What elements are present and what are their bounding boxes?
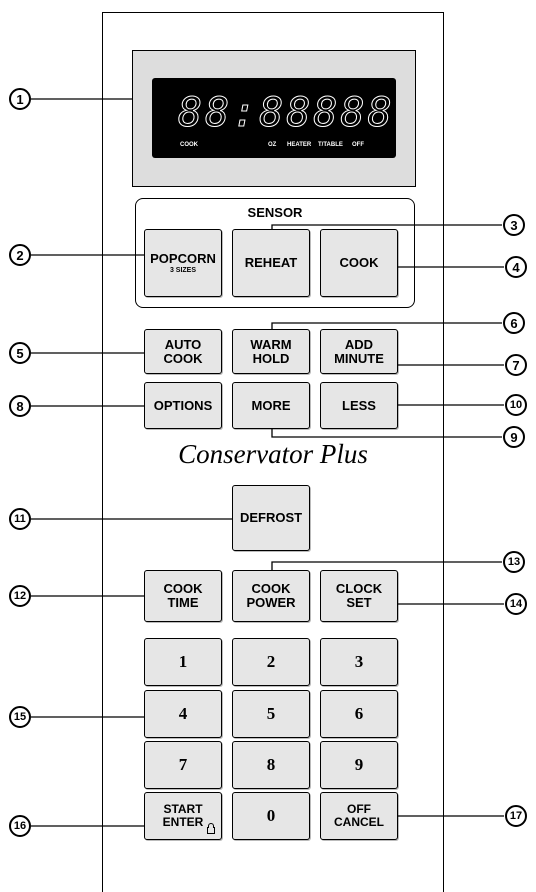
popcorn-sub-label: 3 SIZES — [169, 266, 197, 274]
callout-2: 2 — [9, 244, 31, 266]
keypad-0[interactable]: 0 — [232, 792, 310, 840]
sensor-title: SENSOR — [247, 205, 303, 220]
callout-1: 1 — [9, 88, 31, 110]
clock-set-line1: CLOCK — [335, 581, 383, 596]
auto-cook-button[interactable]: AUTO COOK — [144, 329, 222, 374]
callout-9: 9 — [503, 426, 525, 448]
less-label: LESS — [342, 397, 376, 413]
callout-16: 16 — [9, 815, 31, 837]
brand-name: Conservator Plus — [178, 439, 368, 469]
cook-time-button[interactable]: COOK TIME — [144, 570, 222, 622]
display-label-off: OFF — [352, 142, 364, 148]
warm-hold-line2: HOLD — [252, 350, 290, 366]
callout-6: 6 — [503, 312, 525, 334]
display-label-oz: OZ — [268, 142, 277, 148]
callout-3: 3 — [503, 214, 525, 236]
keypad-4[interactable]: 4 — [144, 690, 222, 738]
popcorn-button[interactable]: POPCORN 3 SIZES — [144, 229, 222, 297]
display-digits: 88:88888 — [178, 90, 395, 137]
keypad-7[interactable]: 7 — [144, 741, 222, 789]
popcorn-label: POPCORN — [150, 250, 216, 266]
off-line2: CANCEL — [334, 815, 384, 829]
keypad-8[interactable]: 8 — [232, 741, 310, 789]
sensor-group — [135, 198, 415, 308]
more-label: MORE — [251, 397, 291, 413]
cook-power-line2: POWER — [246, 595, 296, 610]
start-line2: ENTER — [162, 815, 204, 829]
callout-10: 10 — [505, 394, 527, 416]
auto-cook-line2: COOK — [163, 350, 203, 366]
sensor-cook-label: COOK — [339, 255, 379, 270]
defrost-button[interactable]: DEFROST — [232, 485, 310, 551]
more-button[interactable]: MORE — [232, 382, 310, 429]
keypad-6[interactable]: 6 — [320, 690, 398, 738]
clock-set-line2: SET — [346, 595, 372, 610]
reheat-label: REHEAT — [244, 255, 298, 270]
callout-7: 7 — [505, 354, 527, 376]
start-line1: START — [163, 802, 203, 816]
display-window — [152, 78, 396, 158]
options-label: OPTIONS — [153, 397, 213, 413]
display-label-ttable: T/TABLE — [318, 142, 343, 148]
warm-hold-button[interactable]: WARM HOLD — [232, 329, 310, 374]
cook-power-line1: COOK — [251, 581, 291, 596]
add-minute-button[interactable]: ADD MINUTE — [320, 329, 398, 374]
lock-icon — [207, 823, 215, 834]
off-cancel-button[interactable]: OFF CANCEL — [320, 792, 398, 840]
callout-11: 11 — [9, 508, 31, 530]
warm-hold-line1: WARM — [250, 336, 292, 352]
callout-8: 8 — [9, 395, 31, 417]
cook-power-button[interactable]: COOK POWER — [232, 570, 310, 622]
callout-14: 14 — [505, 593, 527, 615]
callout-5: 5 — [9, 342, 31, 364]
keypad-5[interactable]: 5 — [232, 690, 310, 738]
reheat-button[interactable]: REHEAT — [232, 229, 310, 297]
keypad-1[interactable]: 1 — [144, 638, 222, 686]
callout-12: 12 — [9, 585, 31, 607]
less-button[interactable]: LESS — [320, 382, 398, 429]
start-enter-button[interactable]: START ENTER — [144, 792, 222, 840]
cook-time-line1: COOK — [163, 581, 203, 596]
callout-4: 4 — [505, 256, 527, 278]
callout-17: 17 — [505, 805, 527, 827]
options-button[interactable]: OPTIONS — [144, 382, 222, 429]
clock-set-button[interactable]: CLOCK SET — [320, 570, 398, 622]
keypad-3[interactable]: 3 — [320, 638, 398, 686]
auto-cook-line1: AUTO — [164, 336, 202, 352]
callout-13: 13 — [503, 551, 525, 573]
display-label-heater: HEATER — [287, 142, 312, 148]
keypad-9[interactable]: 9 — [320, 741, 398, 789]
add-minute-line1: ADD — [344, 336, 374, 352]
callout-15: 15 — [9, 706, 31, 728]
keypad-2[interactable]: 2 — [232, 638, 310, 686]
defrost-label: DEFROST — [239, 510, 303, 525]
off-line1: OFF — [347, 802, 371, 816]
sensor-cook-button[interactable]: COOK — [320, 229, 398, 297]
add-minute-line2: MINUTE — [334, 350, 384, 366]
cook-time-line2: TIME — [167, 595, 199, 610]
display-label-cook: COOK — [180, 142, 198, 148]
